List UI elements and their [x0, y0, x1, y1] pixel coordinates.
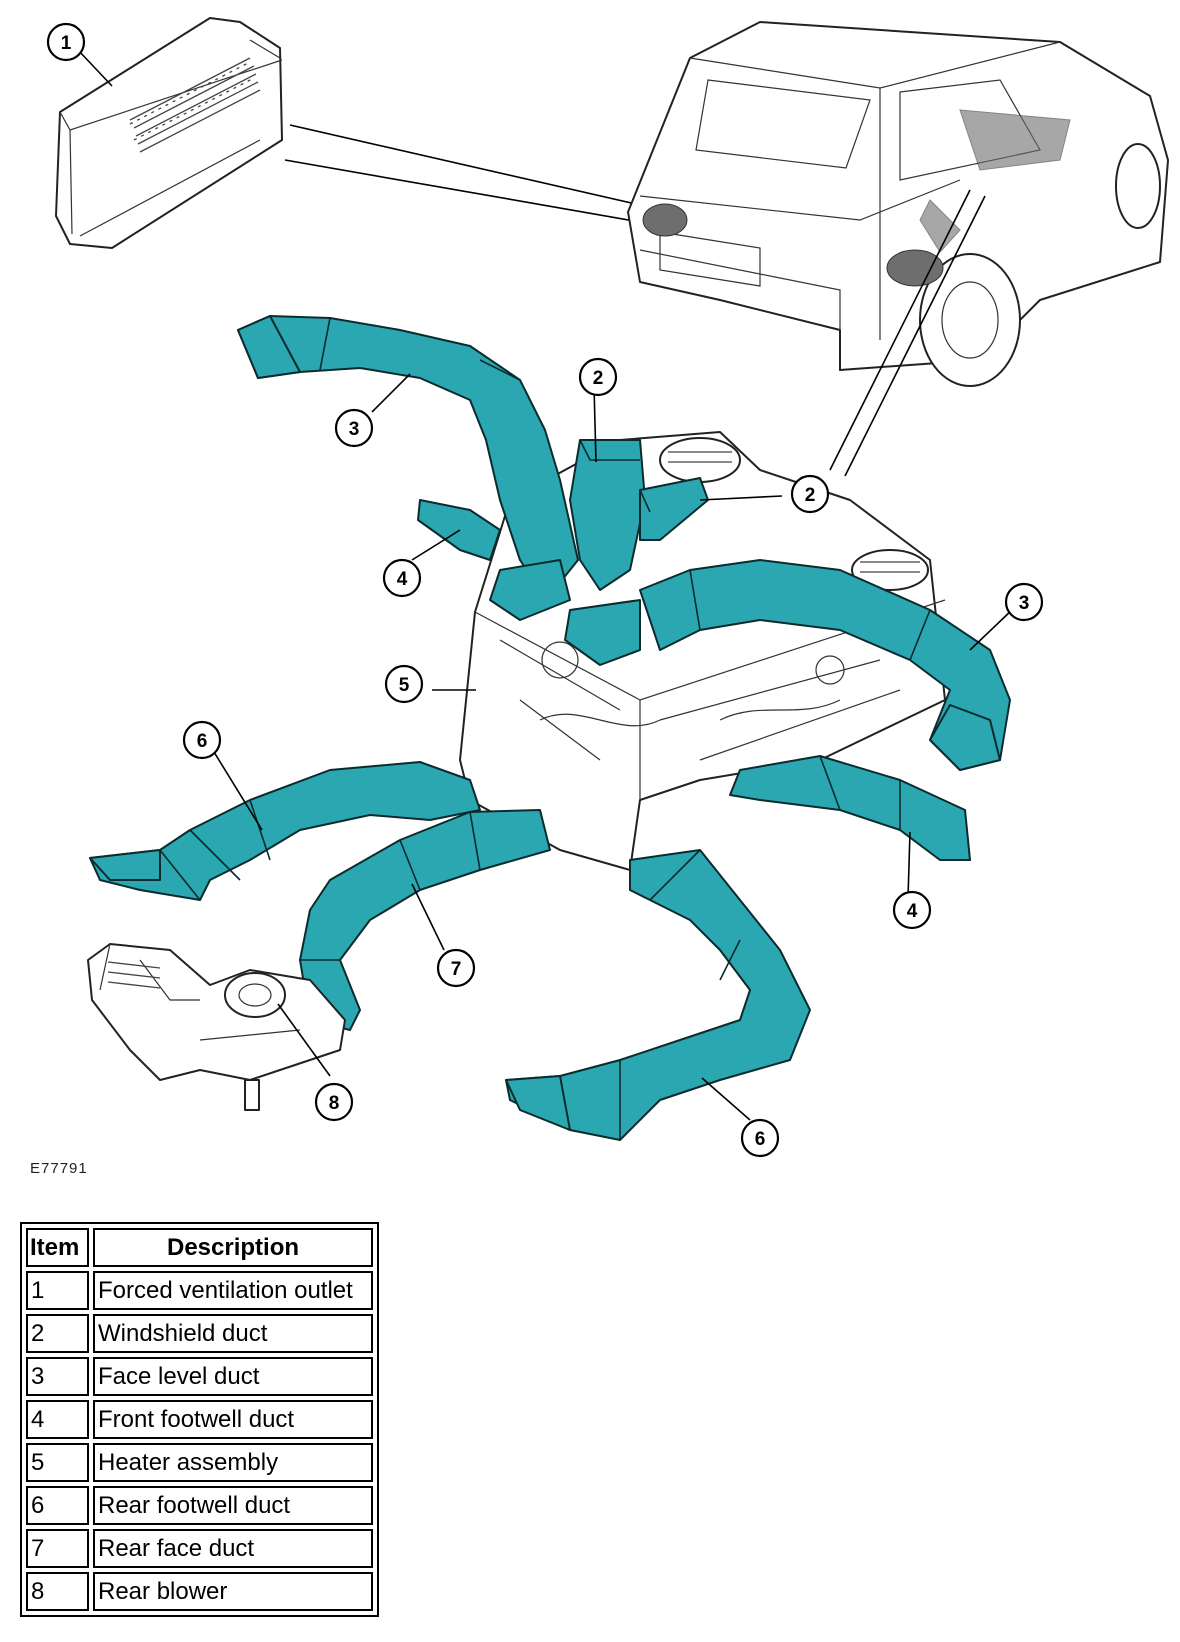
- legend-item-description: Heater assembly: [93, 1443, 373, 1482]
- callout-1: 1: [46, 22, 86, 62]
- callout-label: 4: [397, 569, 408, 590]
- legend-row: 3 Face level duct: [26, 1357, 373, 1396]
- leader-lines: [77, 49, 1015, 1121]
- rear-footwell-duct-right: [505, 849, 811, 1141]
- legend-item-number: 7: [26, 1529, 89, 1568]
- legend-row: 7 Rear face duct: [26, 1529, 373, 1568]
- legend-item-number: 2: [26, 1314, 89, 1353]
- callout-3-face-right: 3: [1004, 582, 1044, 622]
- callout-7-rear-face: 7: [436, 948, 476, 988]
- legend-row: 1 Forced ventilation outlet: [26, 1271, 373, 1310]
- legend-header-description: Description: [93, 1228, 373, 1267]
- legend-table: Item Description 1 Forced ventilation ou…: [20, 1222, 379, 1617]
- forced-ventilation-outlet: [55, 17, 283, 249]
- front-footwell-duct-right: [729, 755, 971, 861]
- callout-label: 8: [329, 1093, 340, 1114]
- legend-item-description: Rear blower: [93, 1572, 373, 1611]
- legend-item-number: 4: [26, 1400, 89, 1439]
- callout-label: 1: [61, 33, 72, 54]
- legend-row: 2 Windshield duct: [26, 1314, 373, 1353]
- vehicle-outline: [627, 21, 1169, 387]
- figure-code: E77791: [30, 1160, 88, 1177]
- callout-label: 7: [451, 959, 462, 980]
- callout-5-heater: 5: [384, 664, 424, 704]
- callout-label: 3: [349, 419, 360, 440]
- legend-item-number: 6: [26, 1486, 89, 1525]
- legend-item-description: Rear footwell duct: [93, 1486, 373, 1525]
- windshield-duct: [489, 439, 709, 666]
- rear-blower: [87, 943, 346, 1111]
- legend-item-number: 8: [26, 1572, 89, 1611]
- callout-label: 6: [197, 731, 208, 752]
- face-level-duct-left: [237, 315, 579, 601]
- ventilation-diagram: 1 2 2 3 3 4 4 5 6 6 7 8: [46, 17, 1169, 1158]
- callout-label: 4: [907, 901, 918, 922]
- callout-label: 3: [1019, 593, 1030, 614]
- callout-4-footwell-right: 4: [892, 890, 932, 930]
- callout-6-rear-footwell-left: 6: [182, 720, 222, 760]
- face-level-duct-right: [639, 559, 1011, 771]
- callout-label: 2: [805, 485, 816, 506]
- legend-row: 5 Heater assembly: [26, 1443, 373, 1482]
- legend-item-number: 5: [26, 1443, 89, 1482]
- callout-label: 6: [755, 1129, 766, 1150]
- rear-face-duct: [299, 809, 551, 1031]
- callout-6-rear-footwell-right: 6: [740, 1118, 780, 1158]
- callout-2-windshield-right: 2: [790, 474, 830, 514]
- callout-2-windshield-center: 2: [578, 357, 618, 397]
- callout-3-face-left: 3: [334, 408, 374, 448]
- legend-item-number: 1: [26, 1271, 89, 1310]
- legend-item-description: Forced ventilation outlet: [93, 1271, 373, 1310]
- legend-header-item: Item: [26, 1228, 89, 1267]
- legend-item-description: Rear face duct: [93, 1529, 373, 1568]
- legend-item-description: Front footwell duct: [93, 1400, 373, 1439]
- legend-header-row: Item Description: [26, 1228, 373, 1267]
- callout-label: 5: [399, 675, 410, 696]
- legend-item-number: 3: [26, 1357, 89, 1396]
- callout-label: 2: [593, 368, 604, 389]
- legend-item-description: Windshield duct: [93, 1314, 373, 1353]
- legend-row: 4 Front footwell duct: [26, 1400, 373, 1439]
- callout-4-footwell-left: 4: [382, 558, 422, 598]
- callout-8-rear-blower: 8: [314, 1082, 354, 1122]
- legend-item-description: Face level duct: [93, 1357, 373, 1396]
- legend-row: 6 Rear footwell duct: [26, 1486, 373, 1525]
- legend-row: 8 Rear blower: [26, 1572, 373, 1611]
- rear-footwell-duct-left: [89, 761, 481, 901]
